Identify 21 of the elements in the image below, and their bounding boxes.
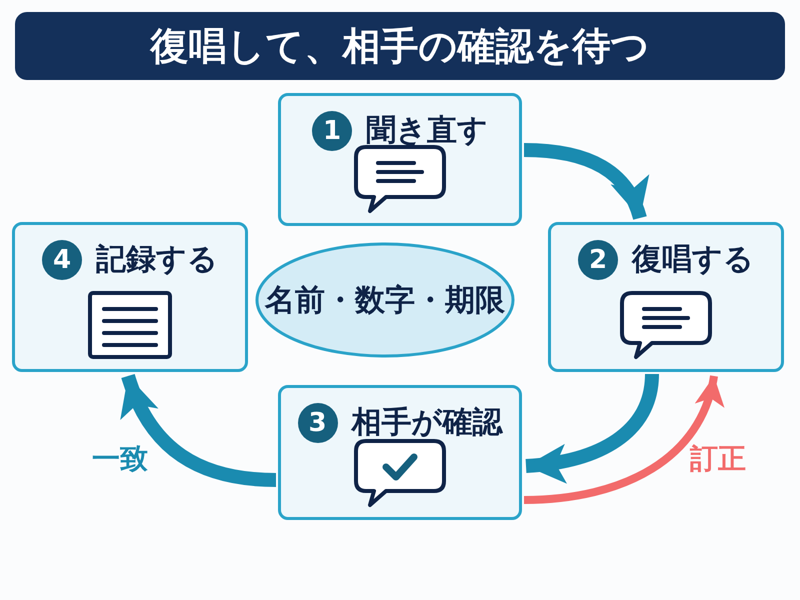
step-title: 復唱する bbox=[632, 241, 754, 279]
title-banner: 復唱して、相手の確認を待つ bbox=[15, 12, 785, 80]
step-box bbox=[278, 385, 522, 520]
edge-label: 一致 bbox=[92, 441, 148, 477]
edge-label: 訂正 bbox=[690, 441, 746, 477]
step-title: 記録する bbox=[96, 241, 218, 279]
step-box bbox=[278, 93, 522, 226]
arrow bbox=[121, 374, 276, 487]
step-number: 2 bbox=[578, 240, 618, 280]
step-box bbox=[12, 222, 248, 372]
step-title: 聞き直す bbox=[366, 112, 488, 150]
topic-ellipse bbox=[255, 242, 515, 358]
topic-text: 名前・数字・期限 bbox=[265, 282, 505, 320]
step-box bbox=[548, 222, 784, 372]
arrow bbox=[524, 143, 647, 220]
step-number: 3 bbox=[298, 402, 338, 442]
step-title: 相手が確認 bbox=[352, 404, 502, 442]
arrow bbox=[524, 375, 722, 504]
arrow bbox=[525, 373, 659, 483]
step-number: 4 bbox=[42, 240, 82, 280]
step-number: 1 bbox=[312, 110, 352, 150]
